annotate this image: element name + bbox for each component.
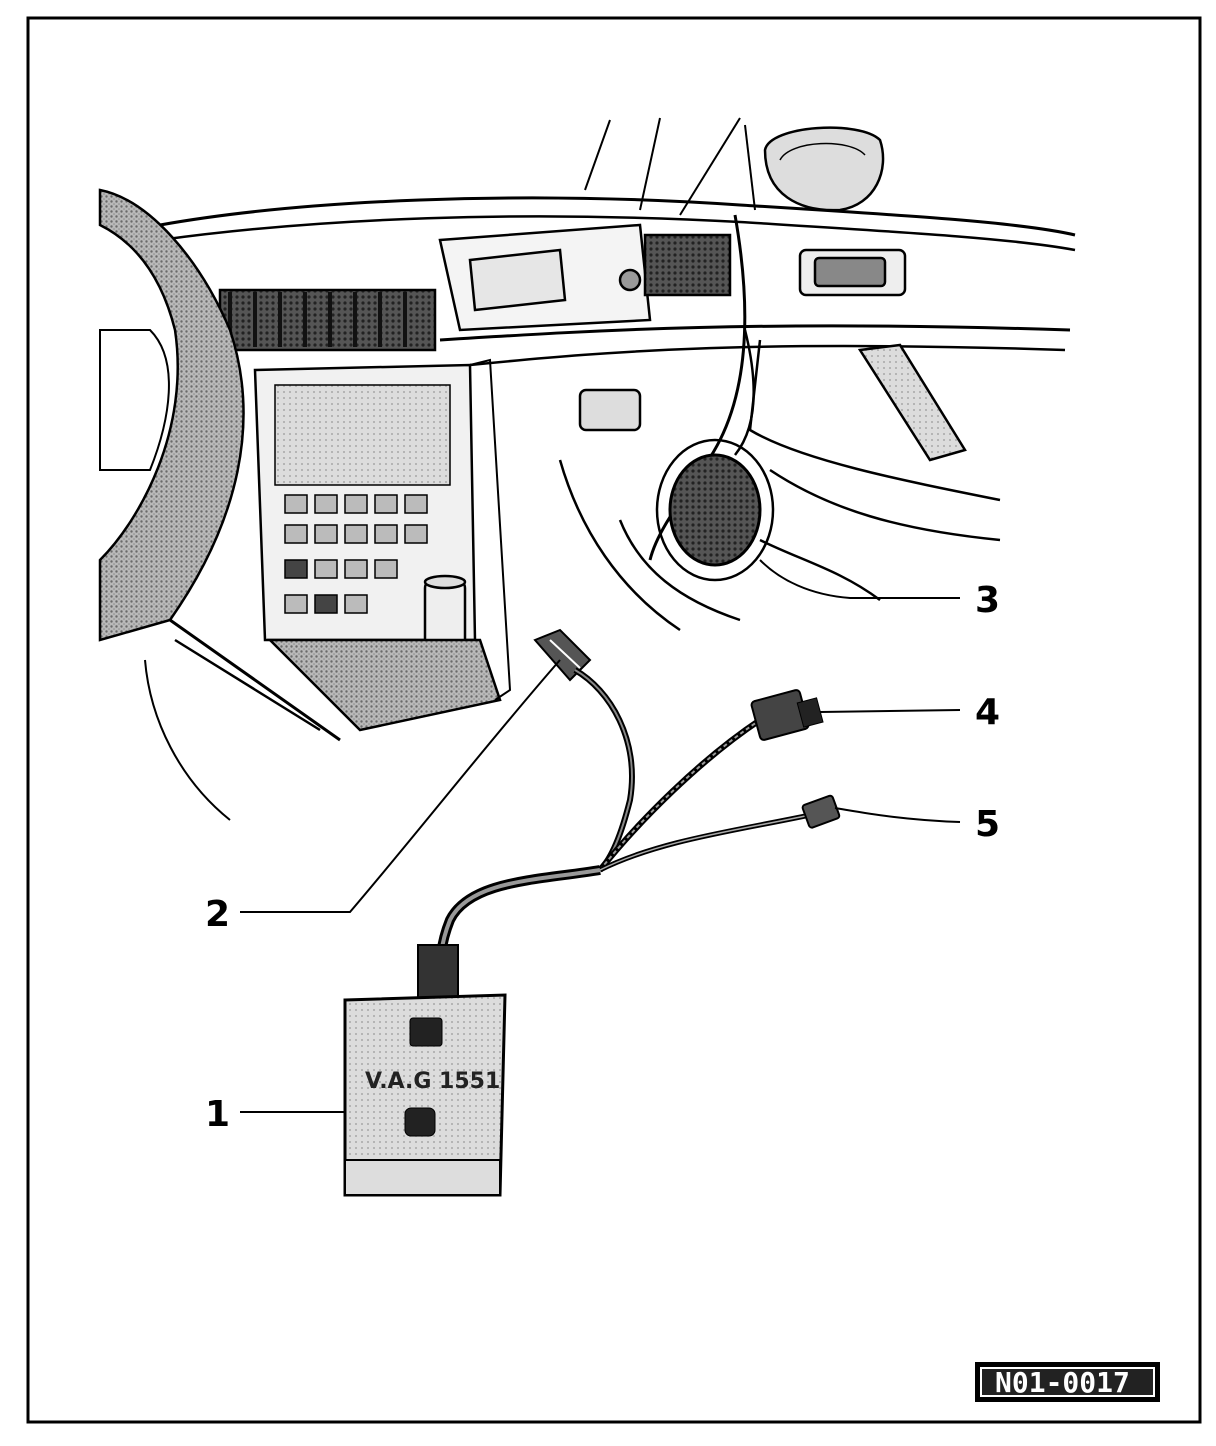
- figure-code-box: N01-0017: [975, 1362, 1160, 1402]
- leader-line-5: [834, 807, 961, 823]
- glovebox-latch: [578, 388, 642, 432]
- tool-display-icon: [409, 1017, 443, 1047]
- callout-1: 1: [205, 1094, 230, 1135]
- leader-line-2: [240, 659, 561, 913]
- side-mirror: [763, 126, 885, 212]
- lower-console: [266, 638, 502, 732]
- diagnostic-tool: V.A.G 1551: [343, 993, 507, 1197]
- door-speaker: [655, 438, 775, 582]
- diagnostic-connector: [533, 628, 592, 682]
- tool-plug: [417, 944, 459, 1001]
- connector-4: [750, 689, 824, 741]
- figure-frame: [26, 16, 1202, 1424]
- center-vent: [643, 233, 732, 297]
- diagnostic-cable: [417, 628, 841, 1001]
- dashboard-illustration: [98, 117, 1076, 821]
- instrument-vents: [218, 288, 437, 352]
- leader-line-3: [759, 559, 960, 599]
- leader-lines: [240, 559, 961, 1113]
- connector-5: [801, 794, 841, 829]
- callout-4: 4: [975, 692, 1000, 733]
- callouts: 1 2 3 4 5: [205, 580, 1000, 1135]
- callout-3: 3: [975, 580, 1000, 621]
- figure-code: N01-0017: [995, 1366, 1130, 1399]
- steering-wheel: [98, 188, 245, 642]
- fuse-panel: [253, 363, 477, 652]
- tool-name: V.A.G 1551: [365, 1069, 500, 1094]
- callout-2: 2: [205, 894, 230, 935]
- leader-line-4: [819, 709, 961, 713]
- tool-button-icon: [404, 1107, 436, 1137]
- callout-5: 5: [975, 804, 1000, 845]
